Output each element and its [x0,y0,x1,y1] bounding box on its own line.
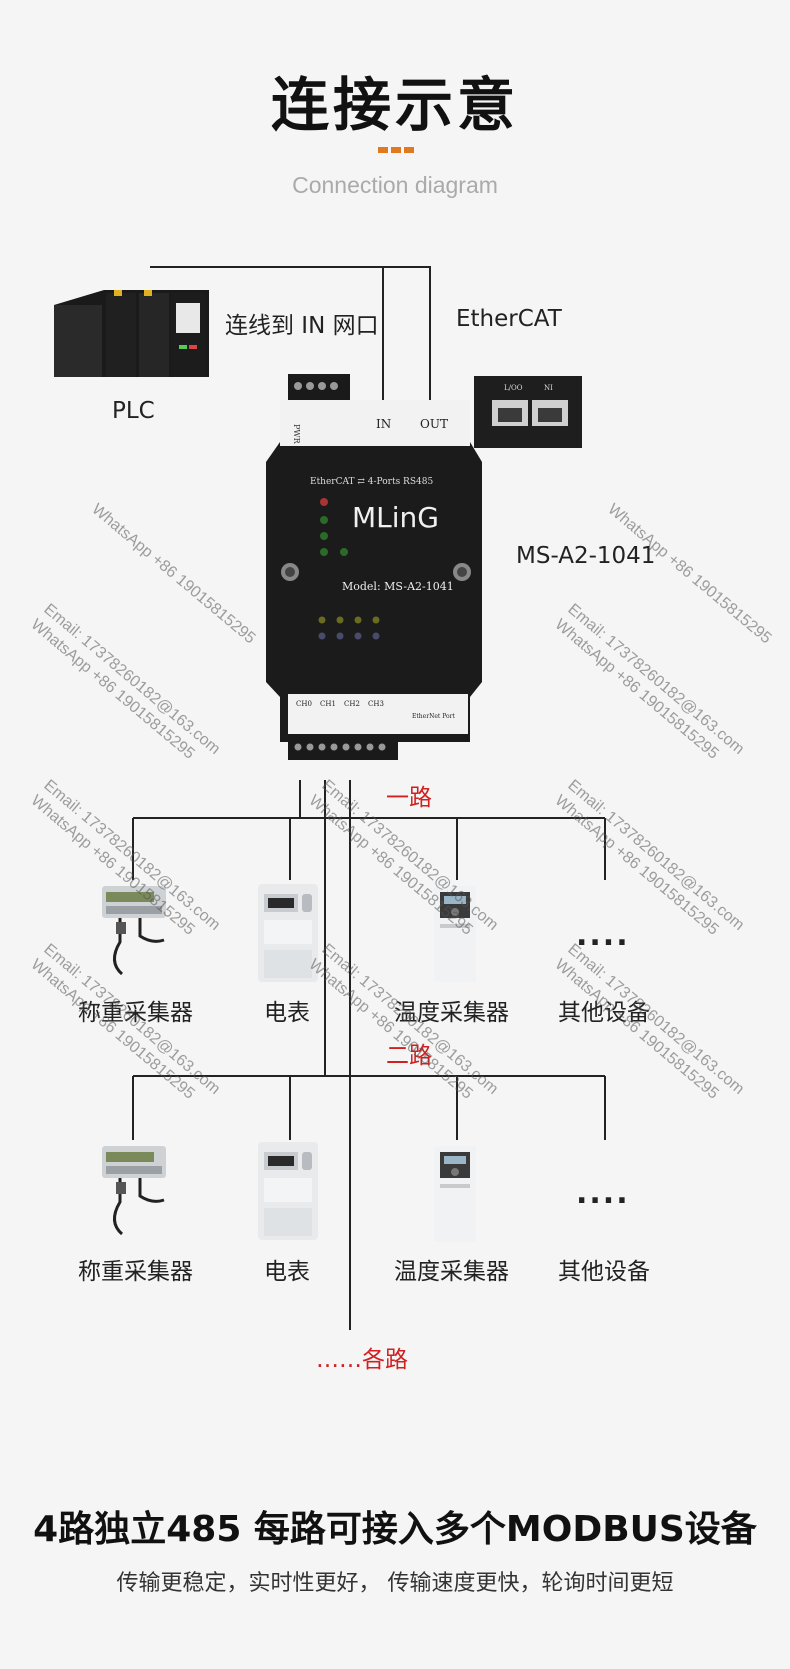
device-label-r1-3: 温度采集器 [394,1000,509,1026]
plc-label: PLC [112,398,155,424]
more-dots-r1: .... [576,918,630,953]
device-label-r1-2: 电表 [264,1000,310,1026]
route-more-label: ……各路 [316,1347,408,1373]
title-divider [378,147,414,153]
channel-label-3: CH3 [368,700,384,708]
temperature-collector-image [434,886,476,982]
weighing-collector-image [102,886,166,976]
channel-label-2: CH2 [344,700,360,708]
pwr-text: PWR [292,424,301,445]
gateway-brand: MLinG [352,501,439,534]
gateway-model: Model: MS-A2-1041 [342,580,454,593]
device-label-r1-4: 其他设备 [558,1000,650,1026]
more-dots-r2: .... [576,1176,630,1211]
ethernet-port-closeup: L/OO NI [474,376,582,448]
footer-subtitle: 传输更稳定，实时性更好， 传输速度更快，轮询时间更短 [116,1571,674,1596]
gateway-model-label: MS-A2-1041 [516,543,656,569]
temperature-collector-image-2 [434,1146,476,1242]
eth-port-label-2: NI [544,384,553,392]
channel-label-0: CH0 [296,700,312,708]
plc-image [54,290,209,377]
device-label-r1-1: 称重采集器 [78,1000,193,1026]
device-label-r2-2: 电表 [264,1259,310,1285]
electric-meter-image-2 [258,1142,318,1240]
ethercat-label: EtherCAT [456,306,562,332]
route-2-label: 二路 [386,1043,432,1069]
ethernet-port-label: EtherNet Port [412,713,455,720]
gateway-device: PWR IN OUT EtherCAT ⇄ 4-Ports RS485 MLin… [266,374,482,760]
weighing-collector-image-2 [102,1146,166,1236]
eth-port-label-1: L/OO [504,384,523,392]
port-out-label: OUT [420,417,448,431]
gateway-caption: EtherCAT ⇄ 4-Ports RS485 [310,477,433,487]
route-1-label: 一路 [386,785,432,811]
footer-title: 4路独立485 每路可接入多个MODBUS设备 [33,1509,757,1550]
channel-label-1: CH1 [320,700,336,708]
electric-meter-image [258,884,318,982]
device-label-r2-4: 其他设备 [558,1259,650,1285]
device-label-r2-1: 称重采集器 [78,1259,193,1285]
device-label-r2-3: 温度采集器 [394,1259,509,1285]
page-subtitle: Connection diagram [292,172,498,198]
page-title: 连接示意 [270,71,519,139]
connect-in-label: 连线到 IN 网口 [225,313,379,339]
port-in-label: IN [376,417,391,431]
